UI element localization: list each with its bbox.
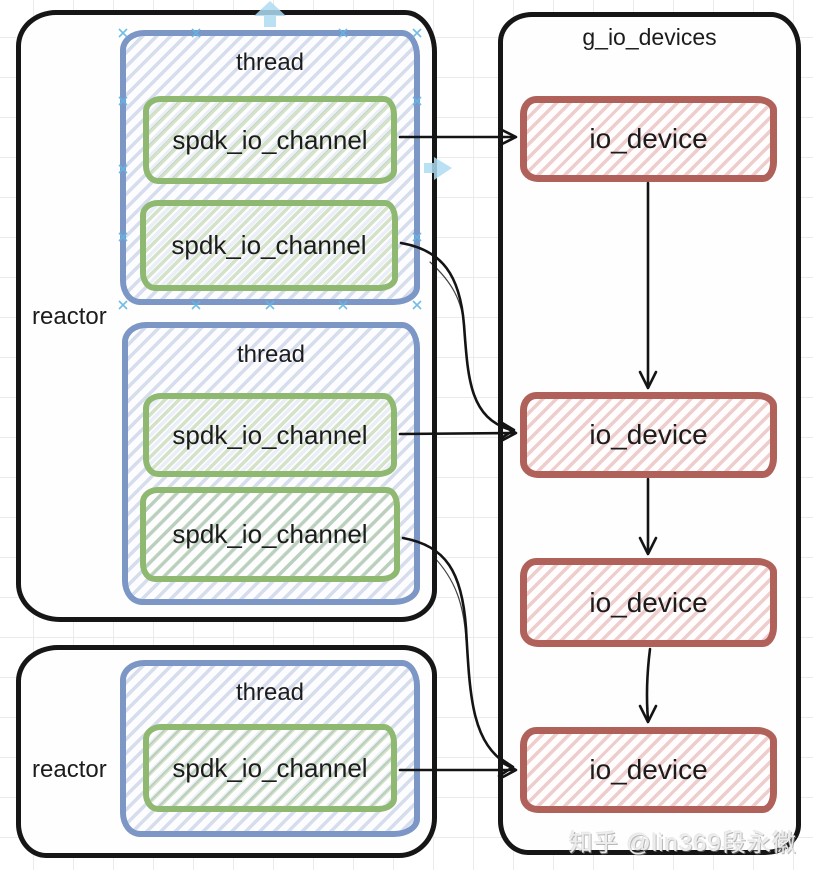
- spdk-io-channel-3-label: spdk_io_channel: [172, 419, 368, 450]
- spdk-io-channel-2-label: spdk_io_channel: [171, 230, 367, 260]
- io-device-3-label: io_device: [589, 586, 708, 618]
- spdk-io-channel-2-box[interactable]: spdk_io_channel: [140, 200, 398, 291]
- thread-3-label: thread: [235, 679, 305, 706]
- spdk-io-channel-1-label: spdk_io_channel: [172, 124, 368, 155]
- spdk-io-channel-4-label: spdk_io_channel: [172, 519, 368, 549]
- io-device-4-box[interactable]: io_device: [520, 727, 777, 813]
- spdk-io-channel-4-box[interactable]: spdk_io_channel: [140, 487, 400, 582]
- io-device-2-box[interactable]: io_device: [520, 392, 777, 478]
- reactor-1-label: reactor: [32, 303, 107, 330]
- thread-1-label: thread: [235, 49, 305, 76]
- spdk-io-channel-5-label: spdk_io_channel: [172, 752, 368, 783]
- io-device-2-label: io_device: [589, 419, 708, 450]
- io-device-1-label: io_device: [589, 123, 708, 154]
- spdk-io-channel-1-box[interactable]: spdk_io_channel: [143, 96, 397, 184]
- spdk-io-channel-5-box[interactable]: spdk_io_channel: [143, 724, 397, 812]
- io-device-3-box[interactable]: io_device: [520, 558, 777, 647]
- spdk-io-channel-3-box[interactable]: spdk_io_channel: [143, 393, 397, 477]
- io-device-1-box[interactable]: io_device: [520, 96, 777, 182]
- io-device-4-label: io_device: [589, 754, 708, 785]
- watermark: 知乎 @lin369段永徽: [568, 830, 797, 857]
- g-io-devices-title: g_io_devices: [582, 24, 717, 50]
- reactor-2-label: reactor: [32, 756, 107, 783]
- thread-2-label: thread: [236, 341, 306, 368]
